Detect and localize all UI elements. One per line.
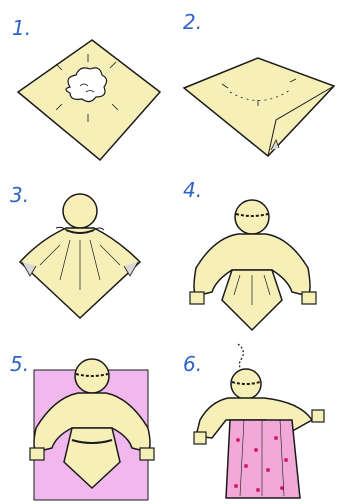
step-4-head [235,200,269,234]
step-6-illustration [194,344,324,498]
step-6-hanging-loop [238,344,244,372]
step-1-illustration [18,40,160,160]
step-3-head [63,194,97,228]
step-2-illustration [184,58,334,156]
step-2-cloth [184,58,334,156]
step-6-head [231,369,261,399]
step-3-illustration [20,194,140,318]
step-5-illustration [30,359,154,500]
step-4-illustration [190,200,316,330]
